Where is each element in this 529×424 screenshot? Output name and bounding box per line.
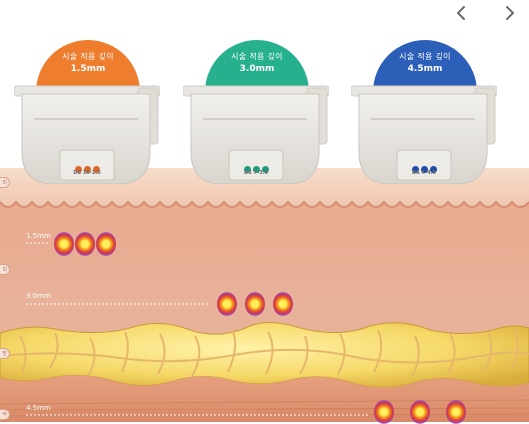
cartridge-model: DS 10-1.5 <box>73 170 101 176</box>
dot <box>92 166 100 173</box>
badge-depth: 4.5mm <box>407 64 443 74</box>
layer-tag-fat: 방 <box>0 348 10 359</box>
dot <box>261 166 269 173</box>
skin-layers-illustration <box>0 168 529 422</box>
cartridge-4-5: 시술 적용 깊이 4.5mm DS 4-4.5 <box>351 40 497 186</box>
focal-point <box>96 232 116 256</box>
dot <box>411 166 419 173</box>
layer-tag-epidermis: 피 <box>0 177 10 188</box>
dot <box>420 166 428 173</box>
layer-tag-smas: 막 <box>0 409 10 420</box>
focal-point <box>54 232 74 256</box>
depth-label-4-5: 4.5mm <box>26 404 51 412</box>
cartridge-body <box>14 85 160 184</box>
cartridge-model: DS 4-4.5 <box>412 170 436 176</box>
next-arrow-button[interactable] <box>498 2 520 24</box>
focal-point <box>217 292 237 316</box>
cartridge-body <box>183 85 329 184</box>
focal-point <box>410 400 430 424</box>
depth-label-3-0: 3.0mm <box>26 292 51 300</box>
dot <box>83 166 91 173</box>
prev-arrow-button[interactable] <box>451 2 473 24</box>
cartridge-model: DS 7-3.0 <box>244 170 268 176</box>
dot <box>243 166 251 173</box>
badge-depth: 1.5mm <box>70 64 106 74</box>
chevron-right-icon <box>498 2 520 24</box>
badge-label: 시술 적용 깊이 <box>231 52 283 61</box>
focal-point <box>446 400 466 424</box>
dot <box>429 166 437 173</box>
depth-dots <box>351 158 497 177</box>
dot <box>252 166 260 173</box>
layer-tag-dermis: 피 <box>0 264 10 275</box>
chevron-left-icon <box>451 2 473 24</box>
depth-label-1-5: 1.5mm <box>26 232 51 240</box>
badge-label: 시술 적용 깊이 <box>62 52 114 61</box>
cartridge-body <box>351 85 497 184</box>
depth-dots <box>183 158 329 177</box>
dot <box>74 166 82 173</box>
depth-dots <box>14 158 160 177</box>
focal-point <box>374 400 394 424</box>
badge-depth: 3.0mm <box>239 64 275 74</box>
cartridge-1-5: 시술 적용 깊이 1.5mm DS 10-1.5 <box>14 40 160 186</box>
focal-point <box>245 292 265 316</box>
badge-label: 시술 적용 깊이 <box>399 52 451 61</box>
focal-point <box>75 232 95 256</box>
focal-point <box>273 292 293 316</box>
cartridge-3-0: 시술 적용 깊이 3.0mm DS 7-3.0 <box>183 40 329 186</box>
